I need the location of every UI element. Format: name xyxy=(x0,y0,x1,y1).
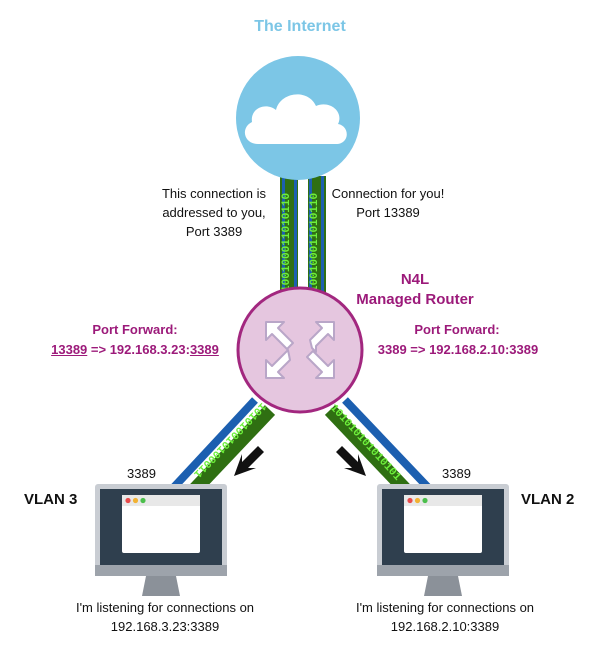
port-forward-left-int-port: 3389 xyxy=(189,342,219,357)
left-link-note-line3: Port 3389 xyxy=(185,224,243,239)
vlan-left-caption: I'm listening for connections on 192.168… xyxy=(40,598,290,636)
bits-downlink-right-text: 101010101010101 xyxy=(327,402,403,484)
router-label-line1: N4L xyxy=(400,271,430,288)
port-forward-right-rule: 3389 => 192.168.2.10:3389 xyxy=(377,342,539,357)
port-forward-left-title: Port Forward: xyxy=(92,322,178,337)
bits-downlink-left: 101010010100011 xyxy=(190,399,267,479)
bits-uplink-left: 100100011010110 xyxy=(281,193,293,292)
vlan-left-caption-line1: I'm listening for connections on xyxy=(75,600,255,615)
right-link-note-line2: Port 13389 xyxy=(356,205,420,220)
port-forward-left-arrow: => 192.168.3.23: xyxy=(87,342,190,357)
left-link-note: This connection is addressed to you, Por… xyxy=(150,184,278,241)
vlan-left-name: VLAN 3 xyxy=(24,491,78,508)
port-forward-left-rule: 13389 => 192.168.3.23:3389 xyxy=(30,342,240,357)
bits-uplink-right-text: 100100011010110 xyxy=(309,193,321,292)
internet-title: The Internet xyxy=(254,18,346,35)
right-link-note: Connection for you! Port 13389 xyxy=(318,184,458,222)
vlan-right-caption: I'm listening for connections on 192.168… xyxy=(320,598,570,636)
vlan-right-name: VLAN 2 xyxy=(521,491,575,508)
vlan-right-caption-line1: I'm listening for connections on xyxy=(355,600,535,615)
bits-downlink-left-text: 101010010100011 xyxy=(190,399,267,479)
computer-right-icon xyxy=(377,484,509,596)
port-forward-right-title: Port Forward: xyxy=(414,322,500,337)
vlan-left-port: 3389 xyxy=(127,466,156,481)
vlan-right-port: 3389 xyxy=(442,466,471,481)
router-icon xyxy=(236,286,364,414)
left-link-note-line1: This connection is xyxy=(161,186,267,201)
port-forward-left-ext-port: 13389 xyxy=(51,342,88,357)
bits-uplink-left-text: 100100011010110 xyxy=(281,193,293,292)
bits-uplink-right: 100100011010110 xyxy=(309,193,321,292)
computer-left-icon xyxy=(95,484,227,596)
internet-cloud-icon xyxy=(236,56,360,180)
arrow-down-left-icon xyxy=(234,446,264,476)
vlan-left-caption-line2: 192.168.3.23:3389 xyxy=(110,619,220,634)
vlan-right-caption-line2: 192.168.2.10:3389 xyxy=(390,619,500,634)
left-link-note-line2: addressed to you, xyxy=(162,205,266,220)
router-label-line2: Managed Router xyxy=(356,291,474,308)
router-label: N4L Managed Router xyxy=(330,270,500,310)
uplink-right xyxy=(308,176,326,296)
arrow-down-right-icon xyxy=(336,446,366,476)
bits-downlink-right: 101010101010101 xyxy=(327,402,403,484)
right-link-note-line1: Connection for you! xyxy=(331,186,445,201)
uplink-left xyxy=(280,176,298,296)
